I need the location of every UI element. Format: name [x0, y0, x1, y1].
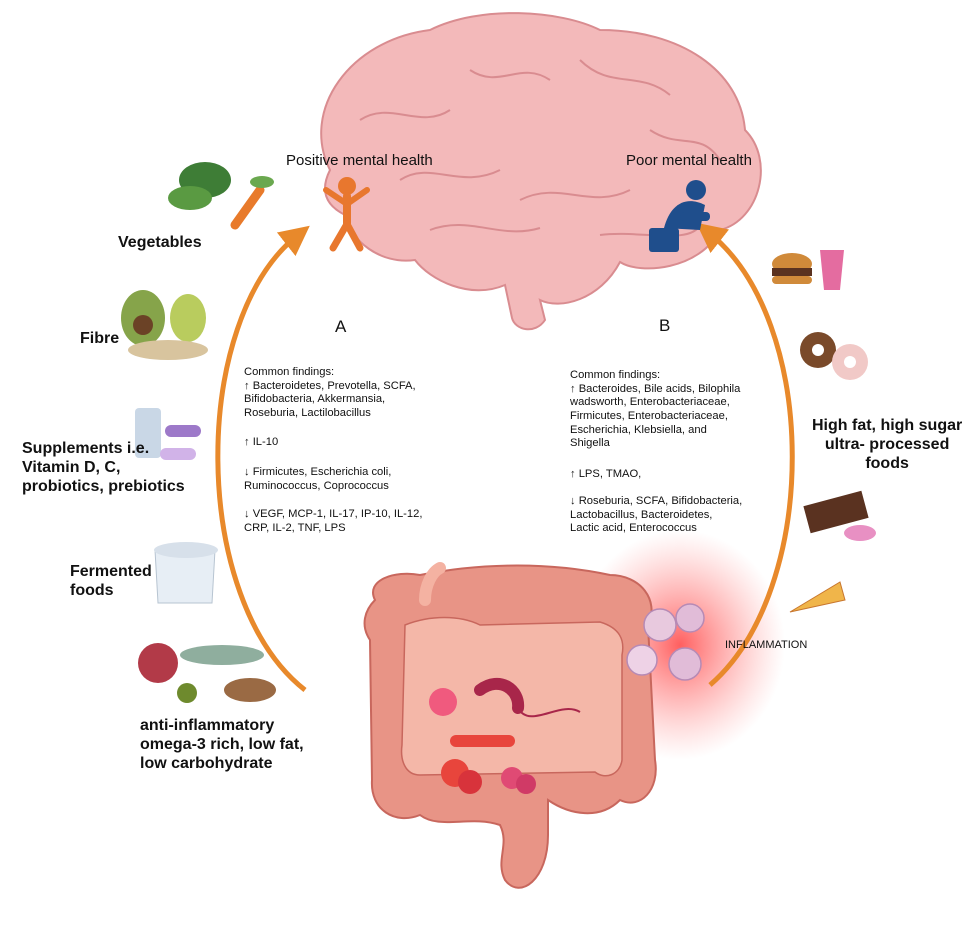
happy-person-icon [323, 177, 370, 252]
bacteria-icon [429, 678, 581, 794]
omega3-foods-icon [138, 643, 276, 703]
panel-a-findings-4: ↓ VEGF, MCP-1, IL-17, IP-10, IL-12, CRP,… [244, 508, 423, 534]
donut-icon [800, 332, 868, 380]
gut-icon [363, 562, 657, 889]
panel-a-letter: A [335, 317, 347, 336]
supplements-icon [135, 408, 201, 460]
panel-a-findings-1: Common findings: ↑ Bacteroidetes, Prevot… [244, 366, 416, 419]
fibre-label: Fibre [80, 330, 120, 347]
fermented-foods-label: Fermented foods [70, 563, 152, 599]
panel-b-letter: B [659, 316, 671, 335]
pizza-icon [789, 581, 846, 613]
fibre-icon [121, 290, 208, 360]
arrow-right [696, 222, 795, 687]
poor-mental-health-label: Poor mental health [626, 152, 752, 169]
arrow-left [215, 225, 310, 692]
shake-icon [820, 250, 844, 290]
burger-icon [772, 253, 812, 284]
immune-cells-icon [626, 603, 705, 681]
inflammation-label: INFLAMMATION [725, 639, 808, 651]
ultra-processed-foods-label: High fat, high sugar ultra- processed fo… [812, 417, 963, 472]
chocolate-icon [803, 490, 876, 541]
supplements-label: Supplements i.e. Vitamin D, C, probiotic… [22, 440, 185, 495]
panel-a-findings-2: ↑ IL-10 [244, 436, 279, 448]
yogurt-icon [154, 542, 218, 604]
vegetables-label: Vegetables [118, 234, 202, 251]
vegetables-icon [168, 162, 274, 230]
sad-person-icon [649, 180, 710, 252]
positive-mental-health-label: Positive mental health [286, 152, 433, 169]
panel-b-findings-1: Common findings: ↑ Bacteroides, Bile aci… [570, 369, 741, 450]
panel-b-findings-3: ↓ Roseburia, SCFA, Bifidobacteria, Lacto… [570, 495, 743, 535]
brain-icon [320, 12, 762, 331]
panel-a-findings-3: ↓ Firmicutes, Escherichia coli, Ruminoco… [244, 466, 392, 492]
panel-b-findings-2: ↑ LPS, TMAO, [570, 468, 642, 480]
anti-inflammatory-label: anti-inflammatory omega-3 rich, low fat,… [140, 717, 304, 772]
